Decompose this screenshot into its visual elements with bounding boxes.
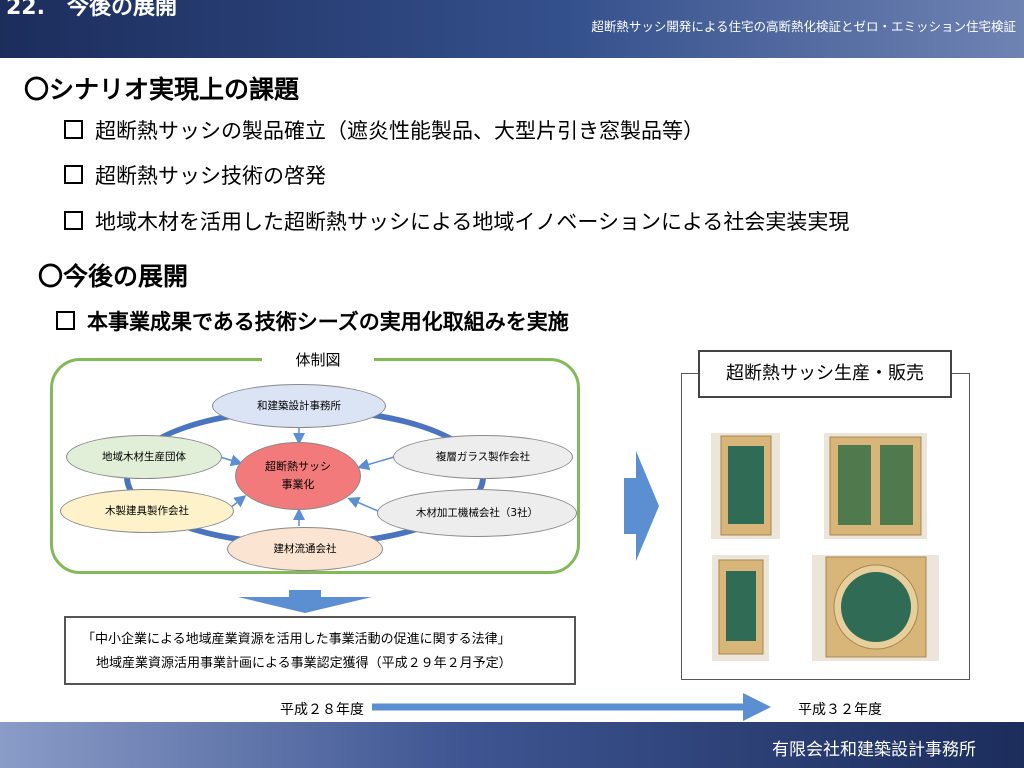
bullet-text: 地域木材を活用した超断熱サッシによる地域イノベーションによる社会実装実現 — [95, 210, 850, 234]
header-bar: 22. 今後の展開 超断熱サッシ開発による住宅の高断熱化検証とゼロ・エミッション… — [0, 0, 1024, 58]
bullet-text: 超断熱サッシ技術の啓発 — [95, 164, 326, 188]
bullet-item: 地域木材を活用した超断熱サッシによる地域イノベーションによる社会実装実現 — [64, 206, 849, 236]
org-node-right-upper: 複層ガラス製作会社 — [393, 435, 573, 479]
checkbox-square-icon — [64, 120, 83, 139]
window-icon — [825, 556, 927, 658]
arrow-right-lower — [347, 497, 379, 512]
law-line2: 地域産業資源活用事業計画による事業認定獲得（平成２９年２月予定） — [96, 656, 512, 671]
footer-company: 有限会社和建築設計事務所 — [772, 740, 976, 760]
bullet-text: 超断熱サッシの製品確立（遮炎性能製品、大型片引き窓製品等） — [95, 119, 704, 143]
window-icon — [829, 436, 922, 536]
big-down-arrow-icon — [238, 590, 372, 613]
org-node-left-upper: 地域木材生産団体 — [66, 435, 222, 479]
footer-bar: 有限会社和建築設計事務所 — [0, 722, 1024, 768]
product-title: 超断熱サッシ生産・販売 — [698, 350, 952, 398]
org-node-left-lower: 木製建具製作会社 — [60, 489, 234, 533]
round-window-photo — [812, 555, 939, 661]
bullet-text: 本事業成果である技術シーズの実用化取組みを実施 — [87, 310, 569, 334]
org-node-right-lower: 木材加工機械会社（3社） — [377, 489, 577, 537]
center-line1: 超断熱サッシ — [265, 460, 331, 473]
arrow-left-upper — [219, 454, 243, 467]
small-casement-window-photo — [712, 555, 769, 661]
window-icon — [720, 435, 772, 536]
double-casement-window-photo — [824, 433, 927, 539]
org-node-top: 和建築設計事務所 — [212, 384, 386, 428]
window-icon — [718, 559, 764, 655]
timeline-start: 平成２８年度 — [280, 702, 364, 718]
section-heading-issues: 〇シナリオ実現上の課題 — [24, 75, 300, 104]
checkbox-square-icon — [64, 165, 83, 184]
big-right-arrow-icon — [624, 451, 659, 561]
checkbox-square-icon — [56, 311, 75, 330]
org-node-bottom: 建材流通会社 — [227, 527, 383, 571]
timeline-end: 平成３２年度 — [798, 702, 882, 718]
org-node-center: 超断熱サッシ 事業化 — [235, 442, 361, 510]
slide-title: 22. 今後の展開 — [6, 0, 177, 20]
law-box: 「中小企業による地域産業資源を活用した事業活動の促進に関する法律」 地域産業資源… — [64, 616, 576, 685]
center-line2: 事業化 — [281, 478, 315, 491]
org-diagram-title: 体制図 — [262, 349, 374, 371]
law-line1: 「中小企業による地域産業資源を活用した事業活動の促進に関する法律」 — [82, 632, 511, 647]
arrow-right-upper — [357, 456, 395, 471]
section-heading-future: 〇今後の展開 — [38, 262, 189, 291]
checkbox-square-icon — [64, 211, 83, 230]
bullet-item: 本事業成果である技術シーズの実用化取組みを実施 — [56, 306, 569, 336]
bullet-item: 超断熱サッシの製品確立（遮炎性能製品、大型片引き窓製品等） — [64, 115, 704, 145]
bullet-item: 超断熱サッシ技術の啓発 — [64, 160, 326, 190]
slide-subtitle: 超断熱サッシ開発による住宅の高断熱化検証とゼロ・エミッション住宅検証 — [591, 19, 1016, 34]
single-casement-window-photo — [711, 433, 780, 539]
